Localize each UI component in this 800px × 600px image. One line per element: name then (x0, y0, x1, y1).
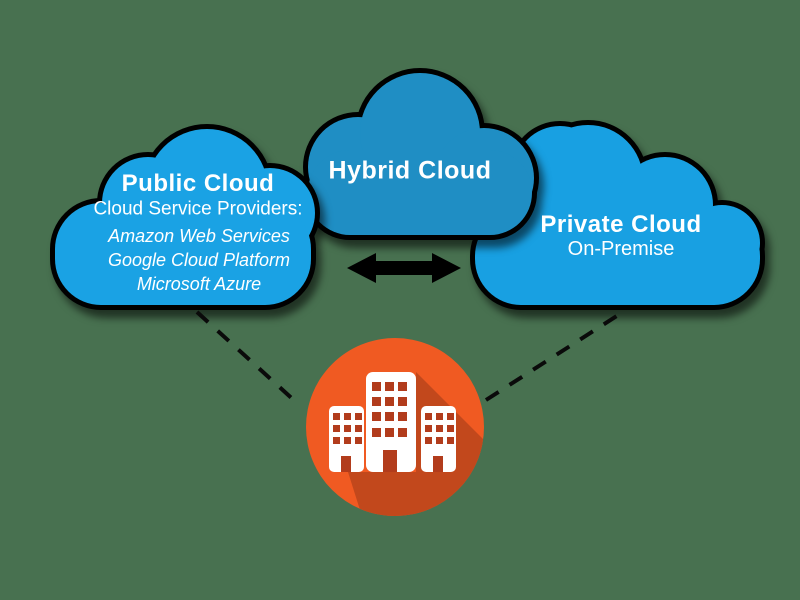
private-cloud-shape (470, 120, 765, 310)
hybrid-cloud-title: Hybrid Cloud (328, 156, 492, 185)
provider-google-cloud-platform: Google Cloud Platform (107, 250, 291, 270)
center-building-door (383, 450, 397, 472)
private-to-org-dashed-line (484, 310, 625, 402)
hybrid-cloud-shape (303, 68, 539, 240)
public-to-org-dashed-line (195, 310, 299, 405)
private-cloud-subtitle: On-Premise (567, 238, 675, 260)
provider-amazon-web-services: Amazon Web Services (108, 226, 290, 246)
provider-microsoft-azure: Microsoft Azure (136, 274, 262, 294)
public-cloud-subtitle: Cloud Service Providers: (93, 198, 303, 220)
public-cloud-title: Public Cloud (121, 170, 275, 197)
organization-buildings-icon (306, 338, 484, 516)
public-cloud-shape (50, 124, 320, 310)
private-cloud-title: Private Cloud (540, 211, 702, 238)
double-headed-arrow-icon (347, 253, 461, 283)
left-building-door (341, 456, 351, 472)
right-building-door (433, 456, 443, 472)
